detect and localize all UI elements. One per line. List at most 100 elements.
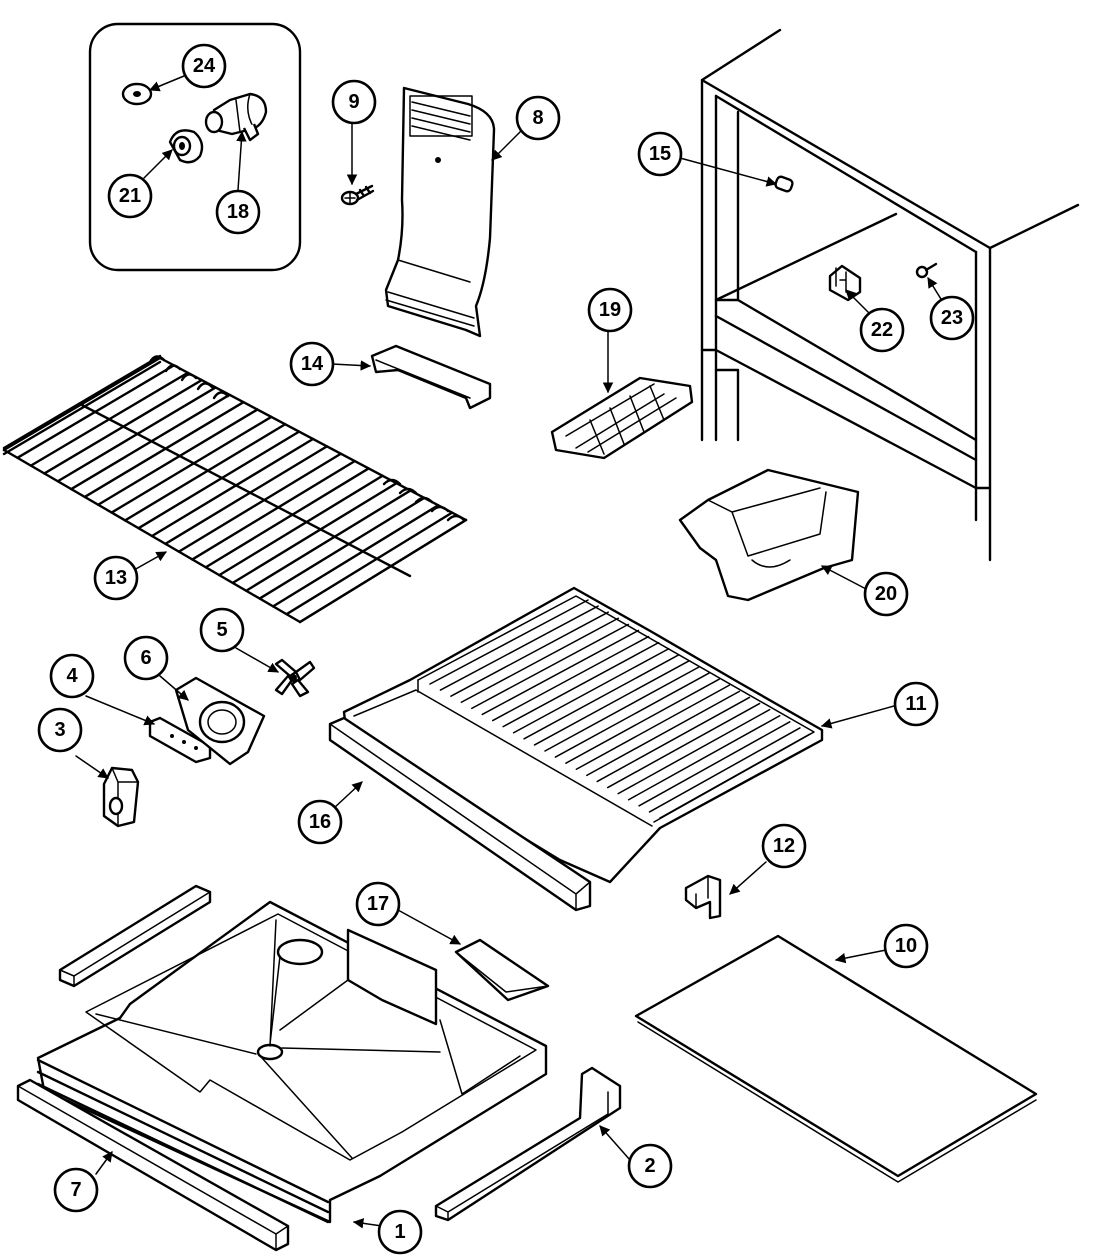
crisper-cover-rib xyxy=(617,708,771,795)
svg-text:15: 15 xyxy=(649,143,671,165)
svg-text:7: 7 xyxy=(70,1179,81,1201)
part-16-front-strip xyxy=(328,716,592,912)
inset-box xyxy=(88,22,302,272)
callout-21: 21 xyxy=(107,173,153,219)
crisper-cover-rib xyxy=(638,721,791,807)
crisper-cover-rib xyxy=(460,617,620,704)
callout-4: 4 xyxy=(49,653,95,699)
part-24-nut xyxy=(121,82,153,106)
part-side-rail xyxy=(58,884,212,988)
callout-10: 10 xyxy=(883,923,929,969)
crisper-cover-rib xyxy=(533,660,690,746)
part-1-pan xyxy=(36,900,548,1224)
callout-13: 13 xyxy=(93,555,139,601)
svg-text:2: 2 xyxy=(644,1155,655,1177)
part-18-fitting xyxy=(204,92,268,142)
callout-22: 22 xyxy=(859,307,905,353)
part-2-rail xyxy=(434,1066,622,1222)
crisper-cover-rib xyxy=(544,666,700,752)
part-5-fan-blade xyxy=(274,658,316,698)
shelf-wire xyxy=(56,386,217,483)
part-11-crisper-cover xyxy=(342,586,824,884)
shelf-wire xyxy=(164,445,329,546)
part-4-bracket xyxy=(148,716,212,764)
shelf-wire xyxy=(285,511,454,616)
shelf-wire-loop xyxy=(180,373,198,382)
svg-text:20: 20 xyxy=(875,583,897,605)
shelf-wire xyxy=(204,467,370,569)
callout-12: 12 xyxy=(761,823,807,869)
callout-23: 23 xyxy=(929,295,975,341)
shelf-wire xyxy=(231,481,398,585)
crisper-cover-rib xyxy=(481,629,640,716)
part-3-switch xyxy=(102,766,140,828)
svg-text:21: 21 xyxy=(119,185,141,207)
part-9-screw xyxy=(340,184,375,206)
shelf-wire xyxy=(137,430,301,530)
shelf-wire xyxy=(83,400,245,499)
shelf-wire xyxy=(150,437,315,538)
part-11-ribs xyxy=(429,599,811,819)
part-12-clip xyxy=(684,874,722,920)
part-6-fan-shroud xyxy=(174,676,266,766)
callout-8: 8 xyxy=(515,95,561,141)
svg-text:8: 8 xyxy=(532,107,543,129)
callout-1: 1 xyxy=(377,1209,423,1255)
shelf-wire xyxy=(123,423,287,522)
crisper-cover-rib xyxy=(648,727,801,813)
svg-text:4: 4 xyxy=(66,665,78,687)
svg-text:19: 19 xyxy=(599,299,621,321)
callout-24: 24 xyxy=(181,43,227,89)
svg-text:9: 9 xyxy=(348,91,359,113)
crisper-cover-rib xyxy=(450,611,609,697)
svg-text:13: 13 xyxy=(105,567,127,589)
shelf-wire xyxy=(110,415,273,514)
shelf-wire-loop xyxy=(164,364,182,373)
part-13-wire-shelf xyxy=(2,354,468,624)
crisper-cover-rib xyxy=(565,678,720,764)
shelf-wire xyxy=(271,504,440,608)
crisper-cover-rib xyxy=(429,599,589,685)
svg-text:6: 6 xyxy=(140,647,151,669)
crisper-cover-rib xyxy=(586,690,741,777)
shelf-wire xyxy=(258,496,426,600)
shelf-wire-loop xyxy=(414,496,434,504)
crisper-cover-rib xyxy=(575,684,731,771)
part-23-screw xyxy=(915,262,938,279)
shelf-wire-loop xyxy=(398,487,418,495)
shelf-wire xyxy=(2,356,162,452)
crisper-cover-rib xyxy=(523,654,680,740)
svg-text:23: 23 xyxy=(941,307,963,329)
callout-14: 14 xyxy=(289,341,335,387)
svg-text:10: 10 xyxy=(895,935,917,957)
callout-7: 7 xyxy=(53,1167,99,1213)
shelf-wire xyxy=(244,489,412,592)
part-19-ice-tray xyxy=(550,376,694,460)
shelf-wire-loop xyxy=(196,382,214,391)
shelf-wire xyxy=(96,408,259,506)
callout-5: 5 xyxy=(199,607,245,653)
part-17-baffle xyxy=(454,938,550,1002)
shelf-wire-loop xyxy=(148,355,166,364)
shelf-wire xyxy=(298,518,468,624)
svg-text:16: 16 xyxy=(309,811,331,833)
shelf-wire xyxy=(191,459,356,561)
callout-19: 19 xyxy=(587,287,633,333)
crisper-cover-rib xyxy=(627,714,781,801)
callout-6: 6 xyxy=(123,635,169,681)
shelf-wire xyxy=(70,393,231,491)
callout-11: 11 xyxy=(893,681,939,727)
part-22-bracket xyxy=(828,264,862,302)
cabinet-frame xyxy=(700,28,1080,562)
shelf-wire xyxy=(43,378,203,475)
svg-text:5: 5 xyxy=(216,619,227,641)
svg-text:14: 14 xyxy=(301,353,324,375)
callout-2: 2 xyxy=(627,1143,673,1189)
shelf-wire xyxy=(218,474,384,577)
part-7-rail xyxy=(16,1078,290,1252)
callout-15: 15 xyxy=(637,131,683,177)
callout-18: 18 xyxy=(215,189,261,235)
svg-text:3: 3 xyxy=(54,719,65,741)
callout-16: 16 xyxy=(297,799,343,845)
